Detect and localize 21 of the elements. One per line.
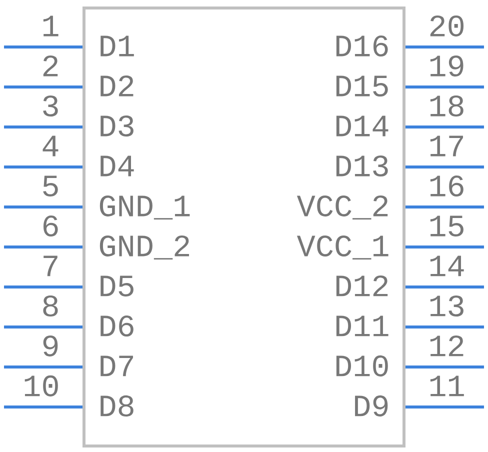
- pin-name: D15: [336, 76, 388, 96]
- pin-name: D13: [336, 155, 388, 176]
- pin-name: D9: [355, 395, 388, 416]
- pin-name: D1: [100, 36, 134, 56]
- pin-name: GND_1: [100, 195, 190, 220]
- pin-name: D2: [100, 75, 134, 96]
- pin-name: D10: [336, 355, 388, 376]
- pin-name: VCC_1: [296, 235, 388, 260]
- pin-name: D5: [100, 276, 134, 296]
- pin-name: D8: [100, 395, 134, 416]
- chip-body: [82, 6, 406, 448]
- pin-name: D7: [100, 356, 133, 376]
- pin-name: D11: [336, 316, 388, 336]
- pin-name: D6: [100, 315, 134, 336]
- pin-name: D16: [336, 35, 388, 56]
- pin-name: GND_2: [100, 235, 189, 260]
- pin-name: D3: [100, 115, 134, 136]
- pin-name: VCC_2: [296, 195, 388, 220]
- pin-name: D4: [100, 156, 134, 176]
- pin-name: D14: [336, 116, 388, 136]
- pin-name: D12: [336, 275, 388, 296]
